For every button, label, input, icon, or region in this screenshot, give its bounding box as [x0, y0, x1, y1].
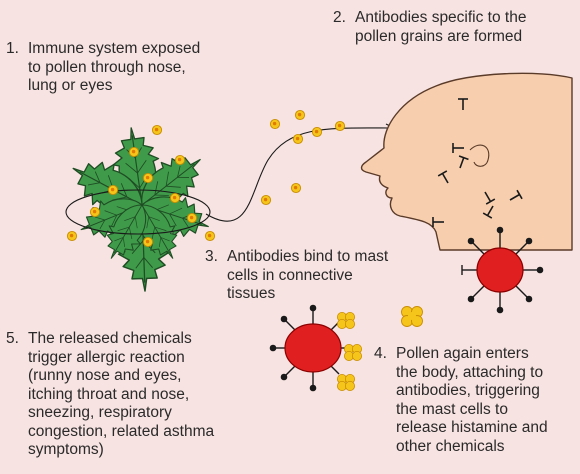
- pollen-grain-icon: [152, 125, 161, 134]
- step-2-caption: 2. Antibodies specific to the pollen gra…: [333, 9, 578, 46]
- pollen-grain-icon: [293, 134, 302, 143]
- step-number: 1.: [6, 40, 19, 59]
- pollen-grain-icon: [129, 147, 138, 156]
- pollen-grain-icon: [175, 155, 184, 164]
- pollen-grain-icon: [205, 231, 214, 240]
- pollen-grain-icon: [143, 237, 152, 246]
- step-text: Pollen again enters the body, attaching …: [374, 345, 576, 456]
- step-number: 3.: [205, 248, 218, 267]
- step-3-caption: 3. Antibodies bind to mast cells in conn…: [205, 248, 430, 304]
- pollen-grain-icon: [187, 213, 196, 222]
- step-number: 4.: [374, 345, 387, 364]
- pollen-grain-icon: [335, 121, 344, 130]
- mast-cell-icon: [270, 305, 361, 390]
- plant-icon: [63, 125, 215, 292]
- step-text: Antibodies specific to the pollen grains…: [333, 9, 578, 46]
- step-number: 2.: [333, 9, 346, 28]
- pollen-cluster: [402, 307, 423, 327]
- pollen-grain-icon: [270, 119, 279, 128]
- step-text: Immune system exposed to pollen through …: [6, 40, 276, 96]
- pollen-grain-icon: [90, 207, 99, 216]
- head-profile-icon: [362, 73, 573, 250]
- pollen-grain-icon: [67, 231, 76, 240]
- step-text: Antibodies bind to mast cells in connect…: [205, 248, 430, 304]
- pollen-grain-icon: [295, 110, 304, 119]
- step-number: 5.: [6, 330, 19, 349]
- pollen-grain-icon: [291, 183, 300, 192]
- pollen-grain-icon: [170, 193, 179, 202]
- step-text: The released chemicals trigger allergic …: [6, 330, 256, 460]
- step-5-caption: 5. The released chemicals trigger allerg…: [6, 330, 256, 460]
- pollen-grain-icon: [261, 195, 270, 204]
- step-4-caption: 4. Pollen again enters the body, attachi…: [374, 345, 576, 456]
- pollen-grain-icon: [108, 185, 117, 194]
- step-1-caption: 1. Immune system exposed to pollen throu…: [6, 40, 276, 96]
- pollen-grain-icon: [143, 173, 152, 182]
- pollen-grain-icon: [312, 127, 321, 136]
